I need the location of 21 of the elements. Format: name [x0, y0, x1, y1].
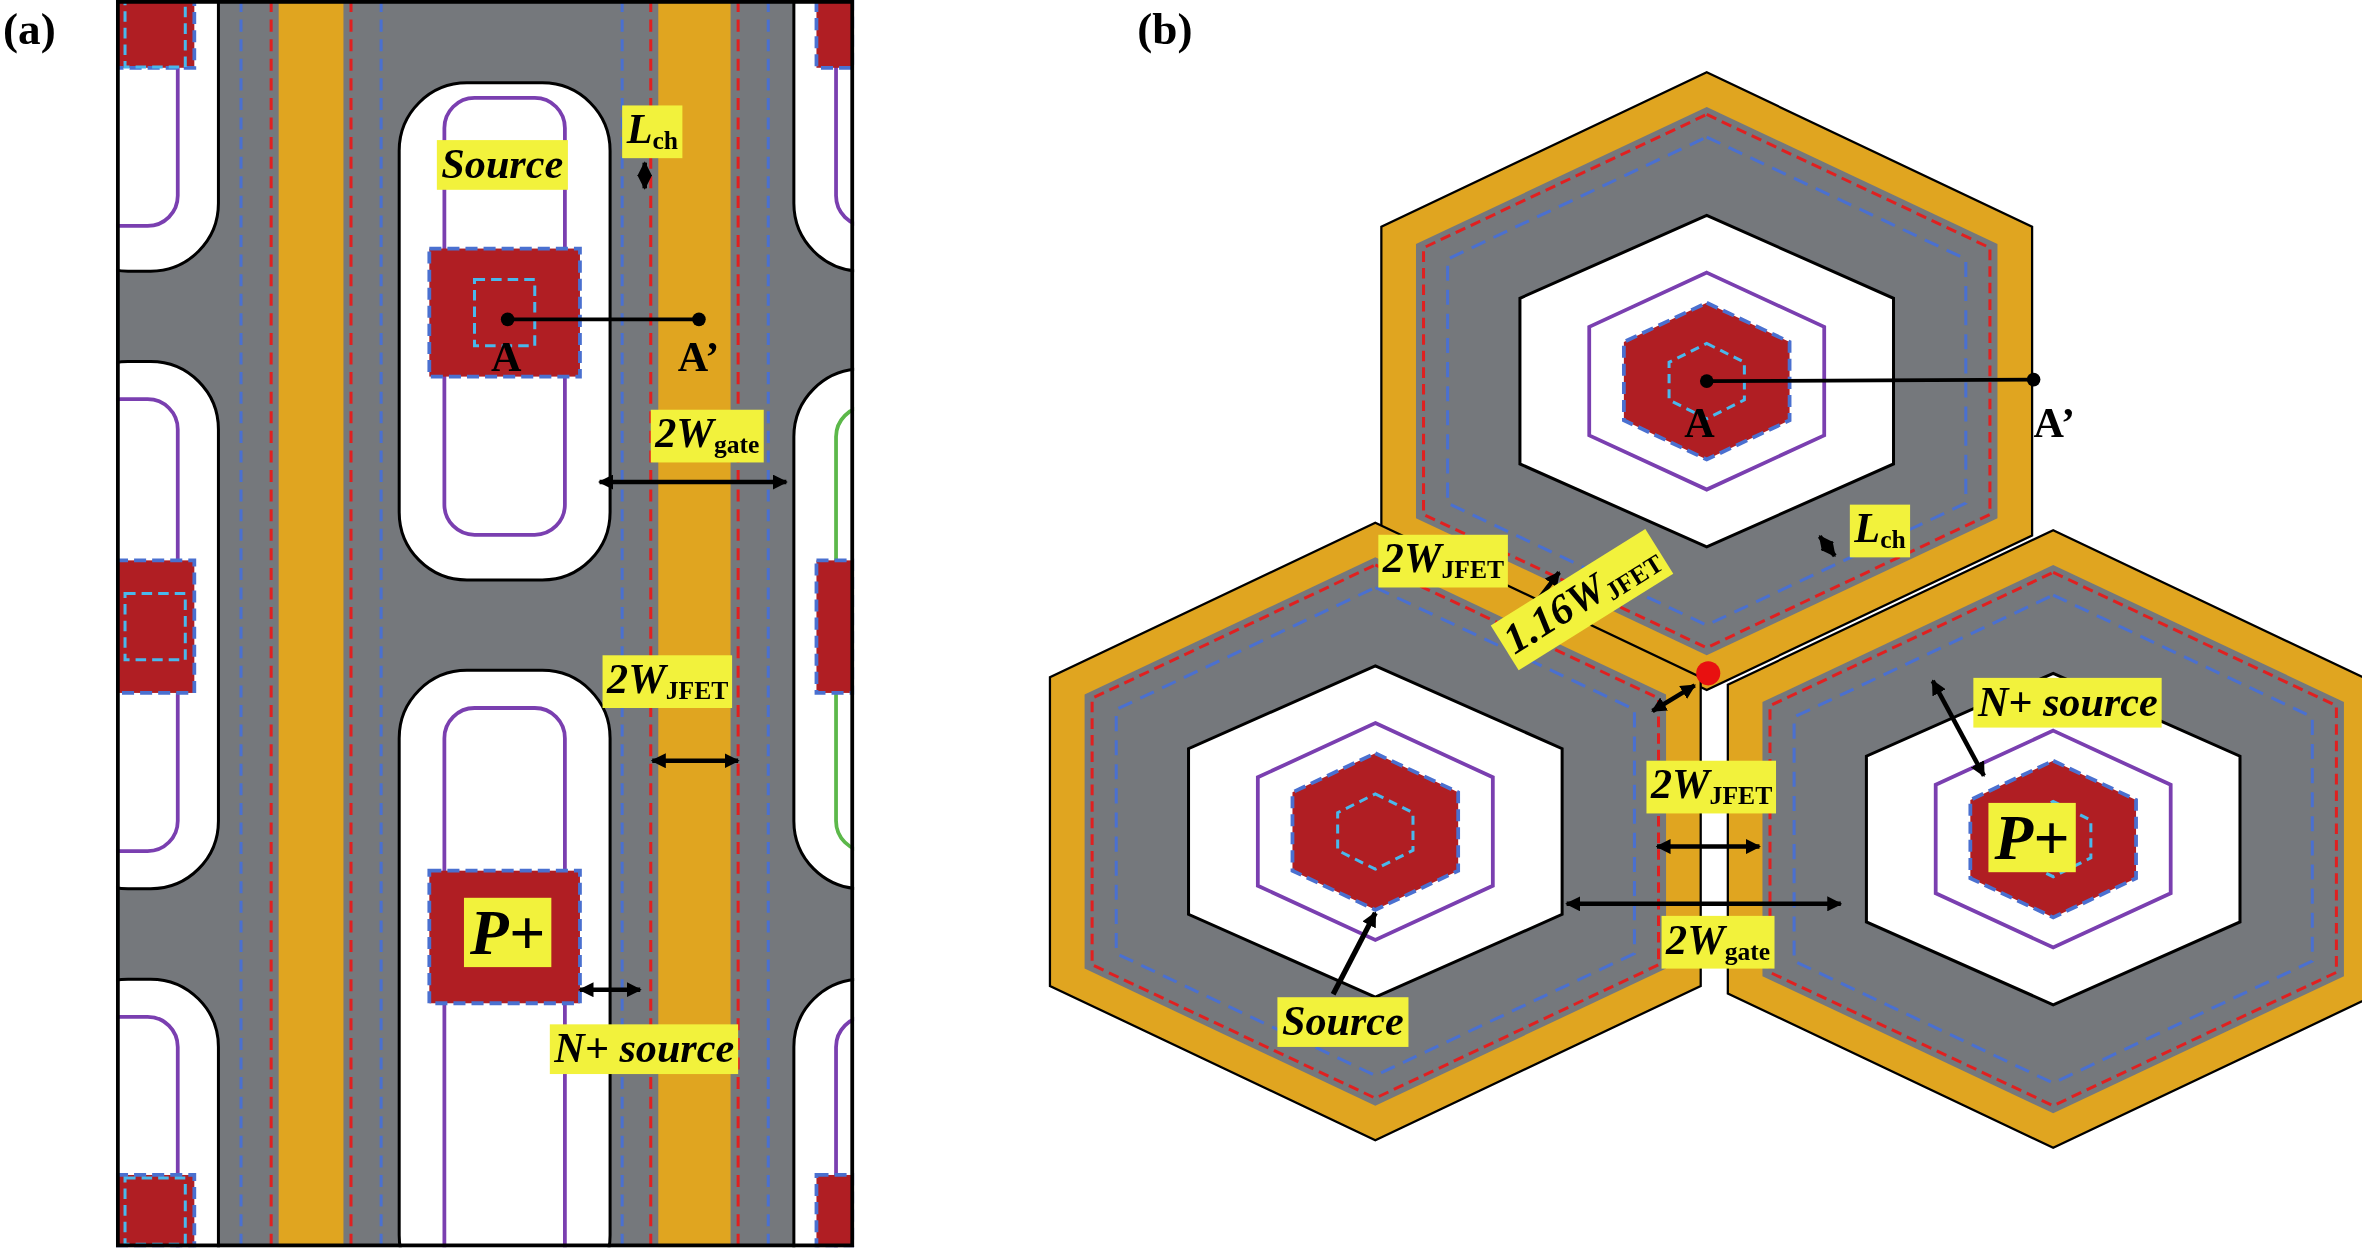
- p-plus-hexagon: [1290, 751, 1461, 912]
- region-label: P+: [463, 897, 551, 968]
- panel-label: (a): [3, 3, 56, 53]
- dimension-label: 2W$_{gate}$: [1661, 915, 1775, 969]
- region-label: P+: [1988, 802, 2076, 873]
- region-label: Source: [436, 140, 568, 190]
- point-label: A: [491, 334, 522, 381]
- dimension-label: L$_{ch}$: [622, 105, 683, 158]
- leader-line: [1330, 911, 1378, 996]
- region-label: N+ source: [1973, 677, 2163, 728]
- point-label: A’: [2033, 400, 2075, 448]
- dimension-label: 2W$_{gate}$: [650, 409, 764, 462]
- dimension-label: 2W$_{JFET}$: [1646, 760, 1777, 813]
- dimension-label: 2W$_{JFET}$: [602, 655, 733, 708]
- dimension-label: L$_{ch}$: [1849, 504, 1911, 557]
- region-label: Source: [1277, 997, 1409, 1047]
- point-label: A: [1684, 400, 1715, 448]
- panel-label: (b): [1137, 3, 1193, 53]
- region-label: N+ source: [549, 1024, 739, 1074]
- point-label: A’: [677, 334, 720, 381]
- dimension-label: 2W$_{JFET}$: [1378, 534, 1509, 587]
